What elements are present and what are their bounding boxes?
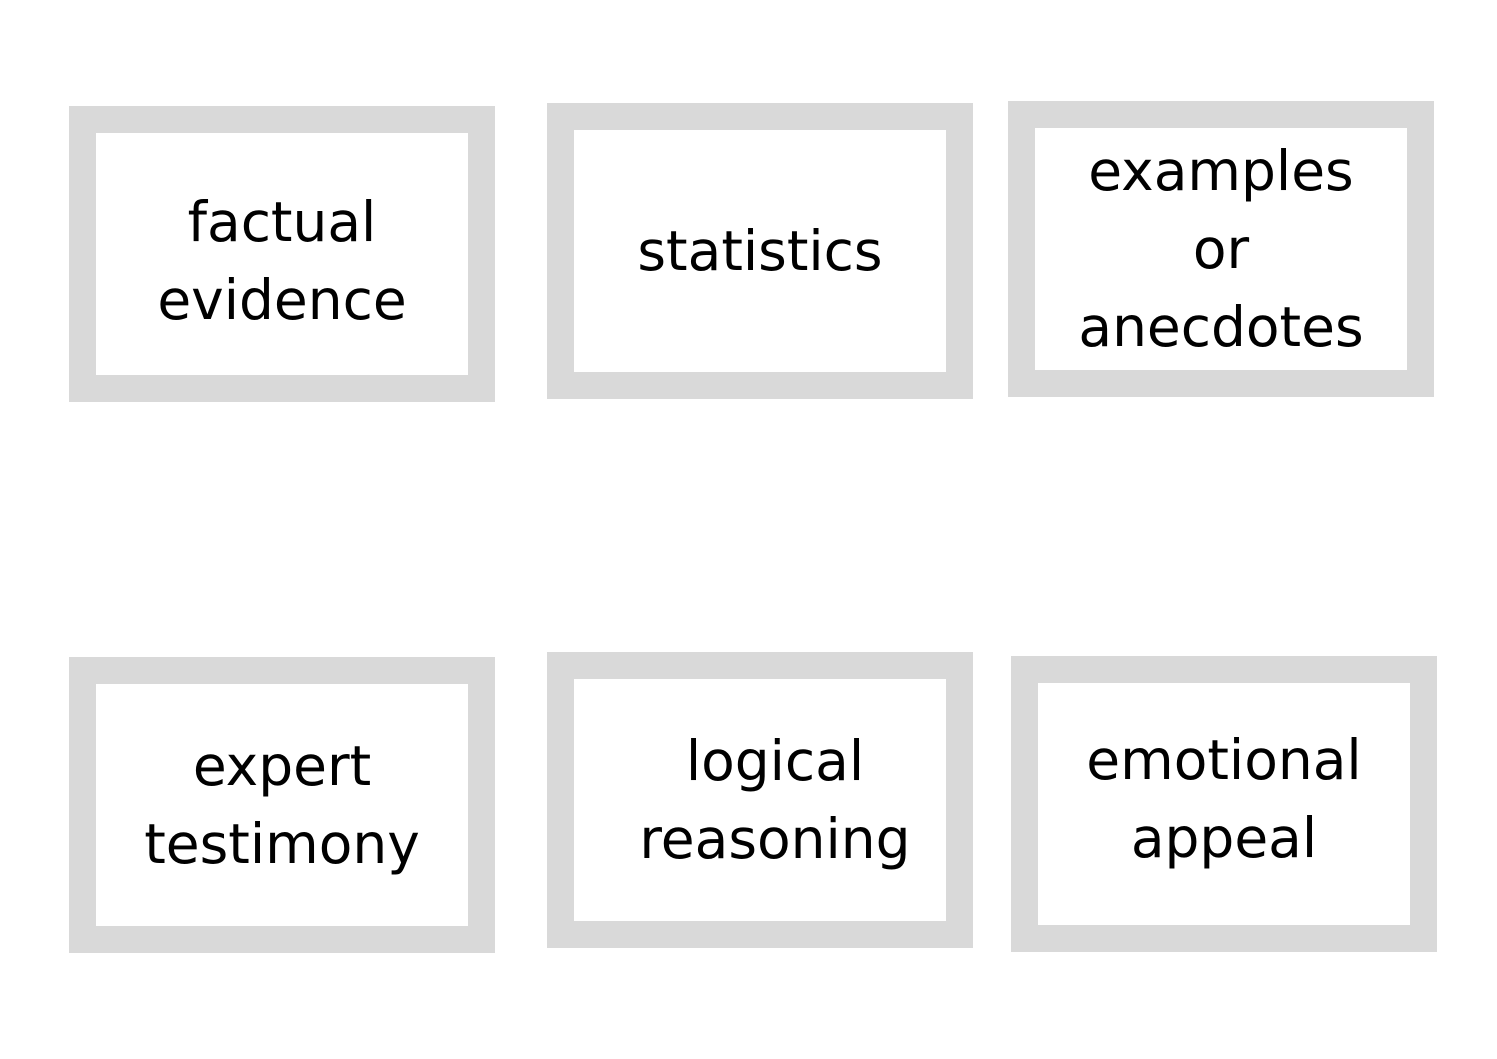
- card-expert-testimony: expert testimony: [69, 657, 495, 953]
- card-label: expert testimony: [144, 734, 420, 876]
- card-label: statistics: [637, 219, 883, 283]
- card-statistics: statistics: [547, 103, 973, 399]
- card-label: logical reasoning: [639, 729, 911, 871]
- card-factual-evidence: factual evidence: [69, 106, 495, 402]
- card-label: examples or anecdotes: [1078, 139, 1364, 359]
- card-emotional-appeal: emotional appeal: [1011, 656, 1437, 952]
- card-label: emotional appeal: [1086, 728, 1362, 870]
- card-logical-reasoning: logical reasoning: [547, 652, 973, 948]
- card-label: factual evidence: [157, 190, 407, 332]
- card-examples-or-anecdotes: examples or anecdotes: [1008, 101, 1434, 397]
